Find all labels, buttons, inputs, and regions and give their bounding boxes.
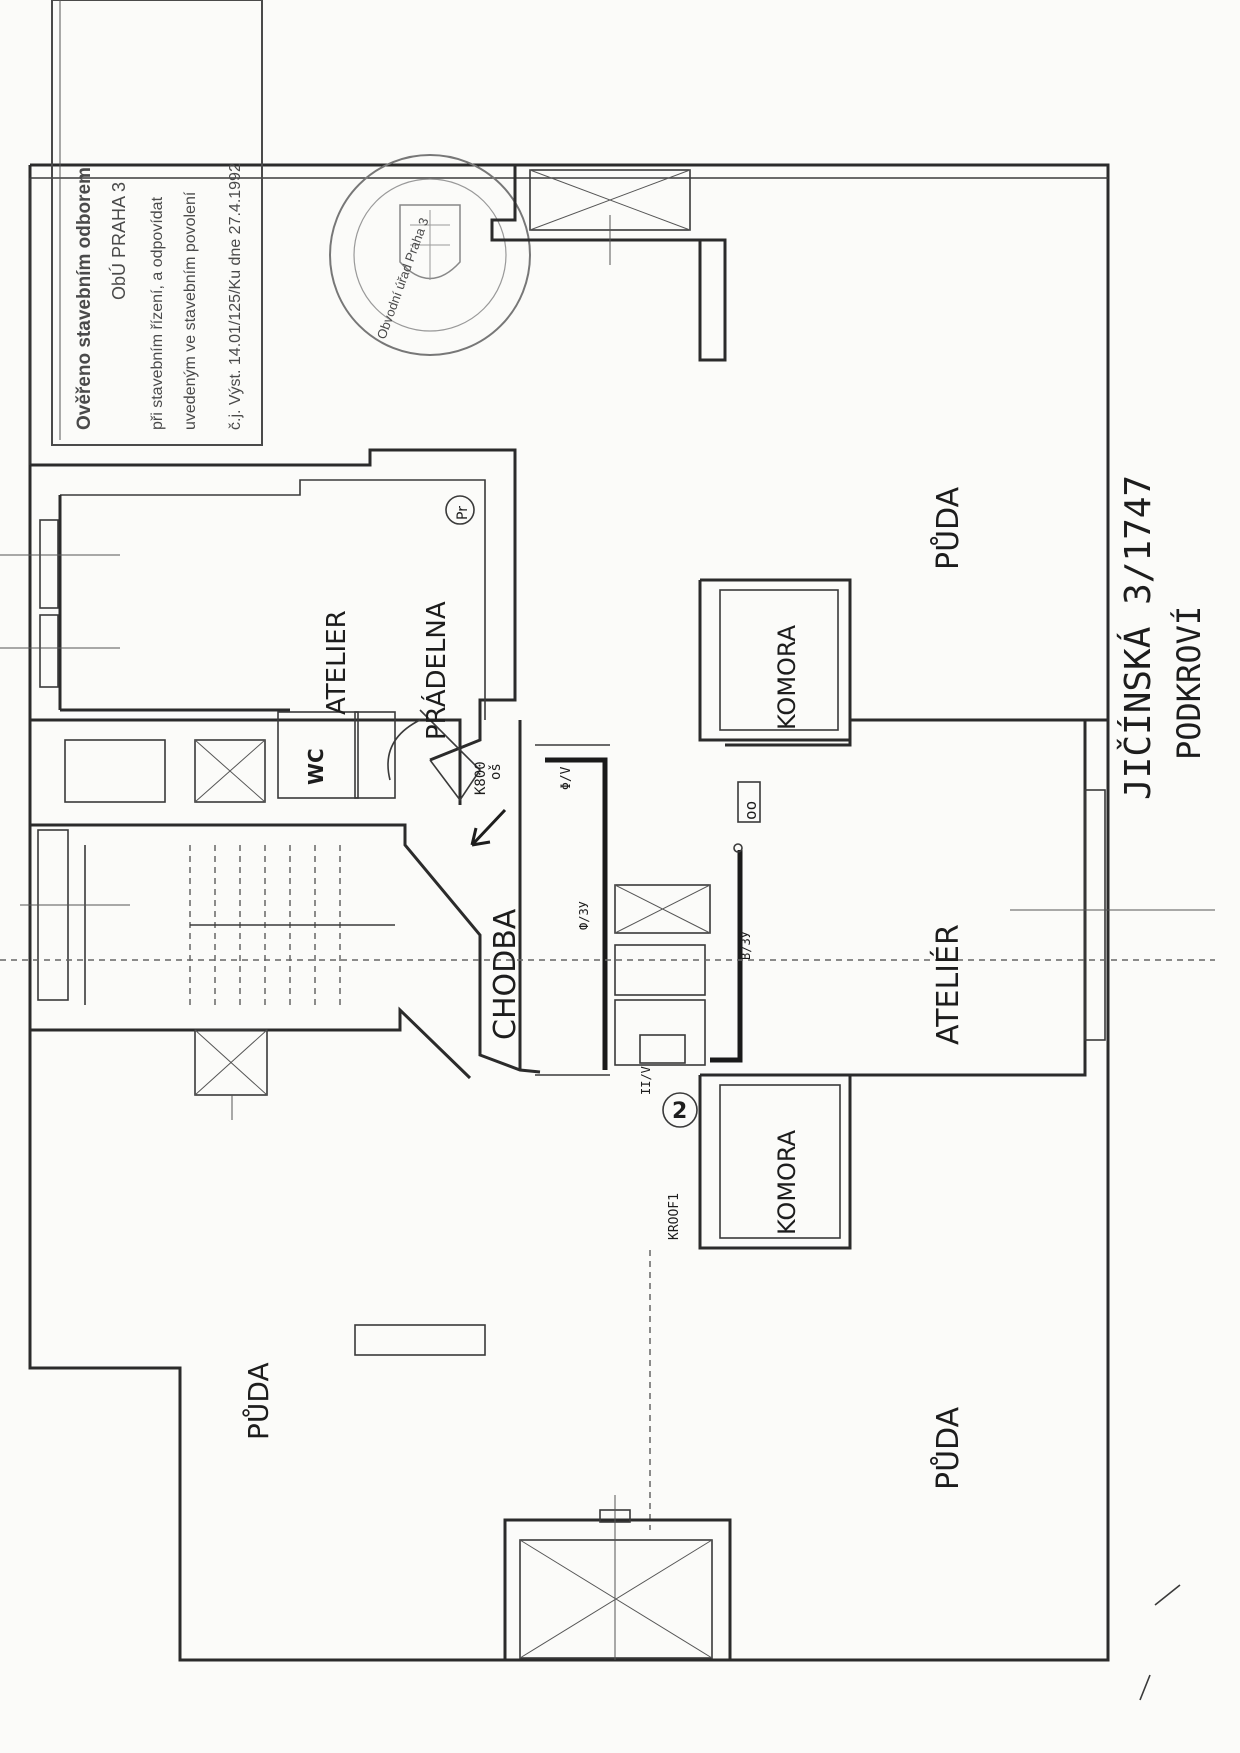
label-atelier-left: ATELIER xyxy=(322,610,352,715)
label-pradelna-mark: Pr xyxy=(455,506,471,520)
door-mark: K800 xyxy=(473,761,489,795)
stamp-line-3: při stavebním řízení, a odpovídat xyxy=(149,196,166,430)
komora-bottom-room xyxy=(662,1073,852,1250)
entry-arrow xyxy=(470,808,507,847)
title-floor: PODKROVÍ xyxy=(1170,606,1208,760)
attic-dividers xyxy=(354,718,1108,1530)
stamp-line-2: ObÚ PRAHA 3 xyxy=(108,182,129,300)
stair-hall xyxy=(20,823,541,1080)
service-row xyxy=(30,709,482,805)
label-komora-bottom: KOMORA xyxy=(773,1129,801,1235)
label-komora-top: KOMORA xyxy=(773,624,801,730)
label-chodba: CHODBA xyxy=(488,908,523,1040)
stamp-text-group: Ověřeno stavebním odborem ObÚ PRAHA 3 př… xyxy=(74,163,244,430)
chodba-corridor xyxy=(518,720,610,1076)
label-puda-top: PŮDA xyxy=(929,486,966,570)
door-mark-3: Φ/V xyxy=(559,766,574,790)
stair-treads xyxy=(189,845,395,1005)
lower-left-shaft xyxy=(194,1029,268,1120)
outer-walls xyxy=(28,163,1110,1662)
margin-marks xyxy=(1139,1584,1181,1701)
small-note-3: II/V xyxy=(639,1066,653,1095)
approval-stamp-box xyxy=(51,0,263,446)
label-puda-bottom-left: PŮDA xyxy=(241,1362,275,1440)
title-address: JIČÍNSKÁ 3/1747 xyxy=(1117,475,1159,800)
utility-column xyxy=(614,781,761,1066)
atelier-pradelna-block xyxy=(0,448,517,762)
top-shaft xyxy=(490,165,727,362)
bottom-shaft xyxy=(503,1495,732,1660)
kroof-note: KROOF1 xyxy=(667,1193,682,1240)
small-note-1: Ф/ЗУ xyxy=(577,901,591,930)
stamp-line-4: uvedeným ve stavebním povolení xyxy=(182,191,199,430)
seal-text: Obvodní úřad Praha 3 xyxy=(374,216,432,341)
official-seal xyxy=(329,154,531,356)
label-atelier-right: ATELIÉR xyxy=(930,924,966,1045)
small-note-2: В/ЗУ xyxy=(739,931,753,960)
label-wc: WC xyxy=(304,748,328,785)
stamp-line-1: Ověřeno stavebním odborem xyxy=(74,167,95,430)
chimney-number: 2 xyxy=(672,1099,687,1124)
door-mark-2: oš xyxy=(488,763,504,780)
stamp-line-5: č.j. Výst. 14.01/125/Ku dne 27.4.1992 xyxy=(227,163,244,430)
stove-symbol: oo xyxy=(741,801,760,820)
label-puda-bottom-right: PŮDA xyxy=(929,1406,966,1490)
label-pradelna: PRÁDELNA xyxy=(420,601,452,740)
